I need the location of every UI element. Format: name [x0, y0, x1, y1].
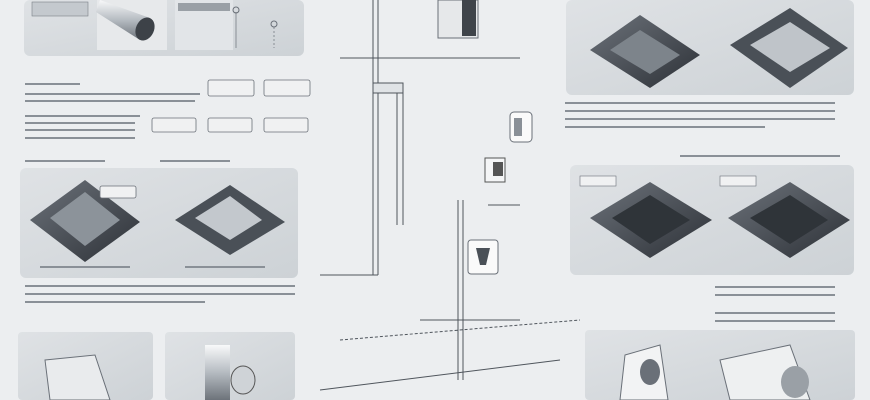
vent-cover-icon: [30, 180, 140, 262]
text-block-left: [25, 83, 295, 303]
panel-bottom-right: [585, 330, 855, 400]
panel-top-left: [24, 0, 304, 56]
fitting-icon: [205, 345, 256, 400]
panel-vent-mid-right: [570, 165, 854, 275]
central-fitting: [437, 0, 479, 39]
vent-cover-icon: [175, 185, 285, 255]
text-block-right: [565, 102, 840, 322]
panel-vent-top-right: [566, 0, 854, 95]
panel-vent-left: [20, 168, 298, 278]
pipe-icon: [96, 0, 155, 41]
pipe-schematic: [319, 0, 581, 391]
label-boxes: [151, 79, 311, 133]
valve-icon: [467, 111, 533, 275]
panel-bottom-left: [18, 332, 295, 400]
